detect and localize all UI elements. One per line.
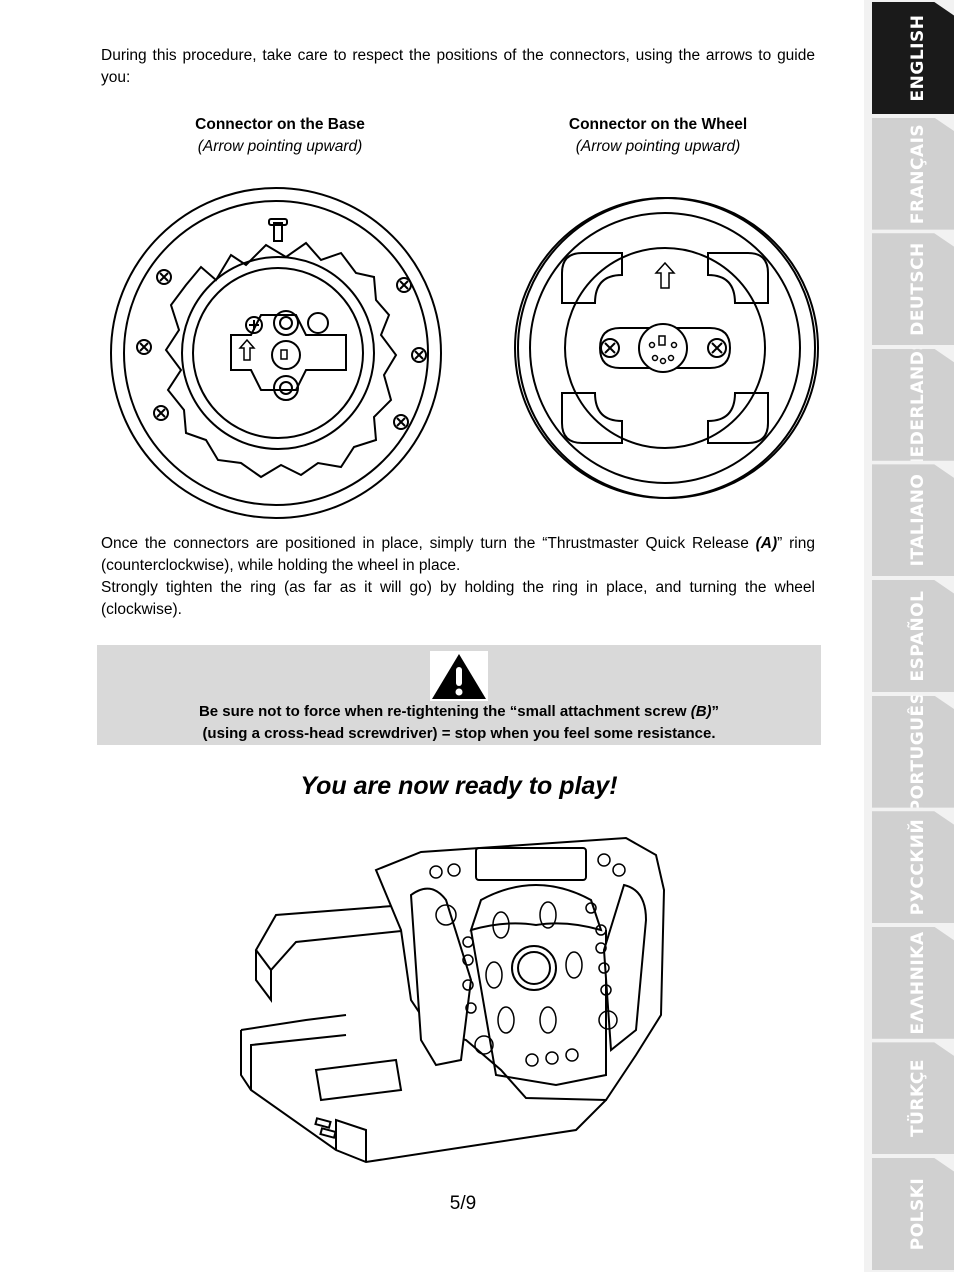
wheel-caption-title: Connector on the Wheel	[568, 116, 748, 133]
instruction-p1-post: ” ring (counterclockwise), while holding…	[101, 535, 815, 574]
warning-box: Be sure not to force when re-tightening …	[97, 645, 821, 745]
language-tab-label: NEDERLANDS	[908, 337, 928, 472]
language-tab-5[interactable]: ESPAÑOL	[872, 580, 954, 692]
warning-line-1-post: ”	[711, 703, 720, 720]
base-caption: Connector on the Base (Arrow pointing up…	[150, 114, 410, 158]
instruction-p1-pre: Once the connectors are positioned in pl…	[101, 535, 756, 552]
instructions: Once the connectors are positioned in pl…	[101, 533, 815, 621]
ring-reference-a: (A)	[755, 535, 778, 552]
language-tab-label: ESPAÑOL	[908, 590, 928, 682]
language-tab-label: РУССКИЙ	[908, 819, 928, 916]
language-tab-label: ITALIANO	[908, 474, 928, 567]
ready-heading: You are now ready to play!	[300, 772, 618, 800]
language-tab-label: FRANÇAIS	[908, 123, 928, 224]
warning-line-1-pre: Be sure not to force when re-tightening …	[198, 703, 691, 720]
language-tab-2[interactable]: DEUTSCH	[872, 233, 954, 346]
language-tab-label: DEUTSCH	[908, 242, 928, 336]
warning-text: Be sure not to force when re-tightening …	[97, 701, 821, 745]
wheel-connector-illustration	[514, 197, 819, 499]
language-tab-1[interactable]: FRANÇAIS	[872, 117, 954, 230]
racing-wheel-illustration	[240, 836, 666, 1164]
base-caption-sub: (Arrow pointing upward)	[197, 138, 363, 155]
language-tab-9[interactable]: TÜRKÇE	[872, 1042, 954, 1155]
language-tab-label: PORTUGUÊS	[908, 691, 928, 812]
language-tab-label: TÜRKÇE	[908, 1059, 928, 1138]
screw-reference-b: (B)	[690, 703, 712, 720]
language-tab-4[interactable]: ITALIANO	[872, 464, 954, 577]
language-tab-0[interactable]: ENGLISH	[872, 2, 954, 114]
language-tab-10[interactable]: POLSKI	[872, 1158, 954, 1270]
warning-line-2: (using a cross-head screwdriver) = stop …	[202, 725, 716, 742]
instruction-paragraph-1: Once the connectors are positioned in pl…	[101, 533, 815, 577]
wheel-caption: Connector on the Wheel (Arrow pointing u…	[528, 114, 788, 158]
language-tab-label: ΕΛΛΗΝΙΚΑ	[908, 931, 928, 1035]
base-connector-illustration	[110, 187, 442, 519]
wheel-caption-sub: (Arrow pointing upward)	[575, 138, 741, 155]
language-tab-label: ENGLISH	[908, 14, 928, 102]
warning-icon	[430, 651, 488, 701]
base-caption-title: Connector on the Base	[195, 116, 365, 133]
language-tab-label: POLSKI	[908, 1177, 928, 1251]
language-tab-6[interactable]: PORTUGUÊS	[872, 695, 954, 808]
instruction-paragraph-2: Strongly tighten the ring (as far as it …	[101, 579, 815, 618]
warning-line-1: Be sure not to force when re-tightening …	[97, 701, 821, 723]
intro-paragraph: During this procedure, take care to resp…	[101, 47, 815, 86]
language-tab-8[interactable]: ΕΛΛΗΝΙΚΑ	[872, 926, 954, 1039]
language-tab-3[interactable]: NEDERLANDS	[872, 348, 954, 461]
page-number: 5/9	[449, 1193, 477, 1214]
language-tab-7[interactable]: РУССКИЙ	[872, 811, 954, 924]
